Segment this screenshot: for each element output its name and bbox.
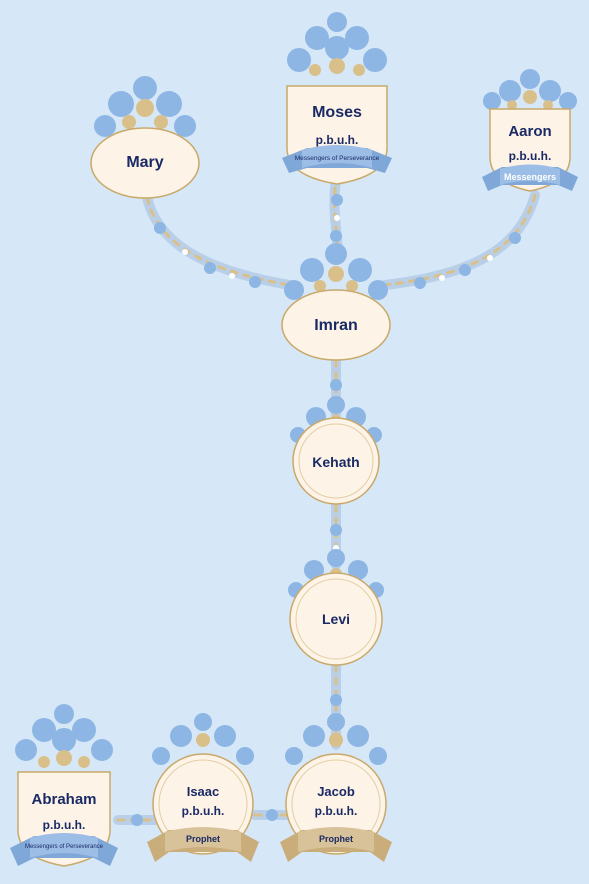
node-name: Abraham bbox=[31, 791, 97, 808]
node-aaron[interactable]: Aaron p.b.u.h. Messengers bbox=[478, 65, 582, 215]
floral-crown-icon bbox=[290, 396, 382, 505]
floral-crown-icon bbox=[90, 76, 200, 199]
node-name: Imran bbox=[314, 317, 358, 334]
node-name: Kehath bbox=[312, 454, 360, 470]
node-jacob[interactable]: Jacob p.b.u.h. Prophet bbox=[278, 712, 394, 872]
node-imran[interactable]: Imran bbox=[276, 240, 396, 365]
floral-shield-icon bbox=[282, 12, 392, 185]
ribbon-label: Messengers of Perseverance bbox=[294, 155, 380, 162]
node-name: Isaac bbox=[186, 784, 220, 799]
node-kehath[interactable]: Kehath bbox=[286, 395, 386, 510]
floral-shield-icon bbox=[10, 704, 118, 867]
ribbon-label: Prophet bbox=[318, 834, 353, 844]
ribbon-label: Prophet bbox=[185, 834, 220, 844]
ribbon-label: Messengers of Perseverance bbox=[24, 844, 104, 850]
honorific: p.b.u.h. bbox=[315, 133, 359, 147]
floral-crown-icon bbox=[281, 243, 391, 361]
node-moses[interactable]: Moses p.b.u.h. Messengers of Perseveranc… bbox=[277, 8, 397, 188]
honorific: p.b.u.h. bbox=[181, 804, 225, 818]
honorific: p.b.u.h. bbox=[314, 804, 358, 818]
floral-crown-icon bbox=[280, 713, 392, 862]
node-abraham[interactable]: Abraham p.b.u.h. Messengers of Persevera… bbox=[8, 700, 120, 880]
node-name: Levi bbox=[321, 611, 350, 627]
node-mary[interactable]: Mary bbox=[85, 70, 205, 200]
honorific: p.b.u.h. bbox=[508, 149, 552, 163]
node-name: Jacob bbox=[317, 784, 355, 799]
ribbon-label: Messengers bbox=[503, 172, 557, 182]
node-name: Mary bbox=[126, 154, 164, 171]
floral-crown-icon bbox=[147, 713, 259, 862]
floral-crown-icon bbox=[288, 549, 384, 666]
honorific: p.b.u.h. bbox=[42, 818, 86, 832]
node-name: Moses bbox=[312, 104, 362, 121]
node-isaac[interactable]: Isaac p.b.u.h. Prophet bbox=[145, 712, 261, 872]
node-name: Aaron bbox=[508, 123, 552, 140]
floral-shield-icon bbox=[482, 69, 578, 192]
node-levi[interactable]: Levi bbox=[284, 548, 388, 670]
